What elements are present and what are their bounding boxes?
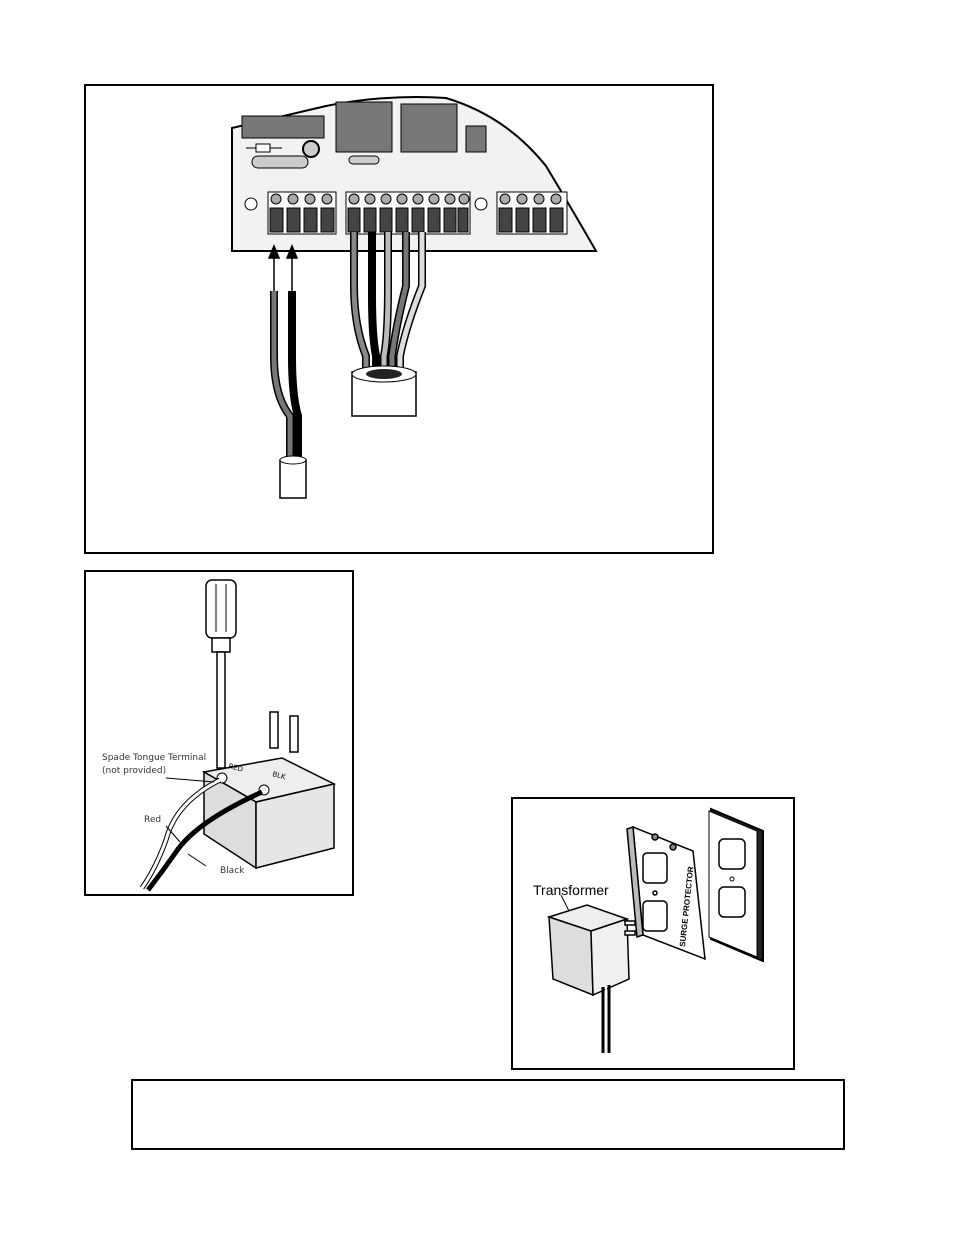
mount-hole-right	[474, 197, 488, 211]
not-provided-label: (not provided)	[102, 766, 167, 776]
surge-protector	[626, 825, 706, 961]
black-wire	[146, 789, 264, 892]
terminal-block-extra	[496, 191, 568, 235]
wall-outlet	[708, 807, 764, 963]
outlet-panel: SURGE PROTECTOR Transformer	[511, 797, 795, 1070]
resistor	[255, 143, 271, 153]
note-box	[131, 1079, 845, 1150]
outlet-illustration: SURGE PROTECTOR	[546, 807, 764, 1053]
controller-wiring-illustration	[231, 96, 598, 499]
black-wire-label: Black	[220, 866, 245, 876]
power-wire-arrows	[267, 244, 299, 296]
wiring-diagram-panel	[84, 84, 714, 554]
transformer	[546, 904, 636, 997]
button-led	[302, 140, 320, 158]
red-wire-label: Red	[144, 815, 162, 825]
transformer-label: Transformer	[533, 882, 609, 898]
transformer-block	[201, 711, 337, 870]
terminal-block-zones	[345, 191, 471, 235]
transformer-terminal-panel: RED BLK Spade Tongue Terminal (not provi…	[84, 570, 354, 896]
spade-terminal-label: Spade Tongue Terminal	[102, 753, 207, 763]
power-cable-jacket	[279, 459, 307, 499]
mount-hole-left	[244, 197, 258, 211]
fuse	[251, 155, 309, 169]
small-connector	[348, 155, 380, 165]
relay-1	[335, 101, 393, 153]
terminal-block-power	[267, 191, 337, 235]
transformer-terminal-illustration: RED BLK	[139, 579, 337, 892]
zone-wires	[350, 232, 426, 376]
relay-3	[465, 125, 487, 153]
blk-terminal-mark: BLK	[271, 770, 286, 781]
screwdriver	[205, 579, 237, 769]
red-terminal-mark: RED	[227, 762, 243, 774]
relay-2	[400, 103, 458, 153]
chip	[241, 115, 325, 139]
power-wire-black	[288, 291, 302, 464]
